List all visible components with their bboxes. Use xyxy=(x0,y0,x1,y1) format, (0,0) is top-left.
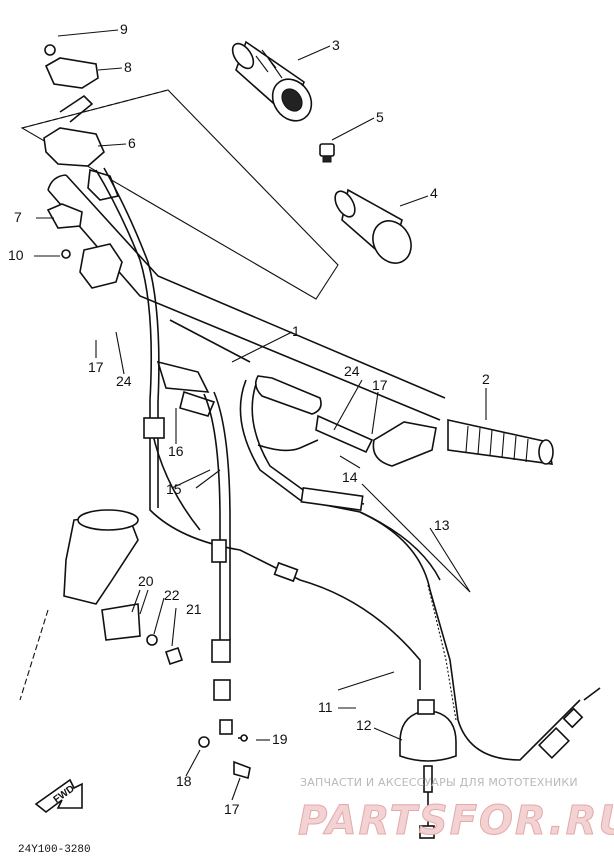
leader-lines xyxy=(34,29,487,801)
callout-11: 11 xyxy=(318,699,333,715)
spring-cable xyxy=(359,511,581,761)
callout-6: 6 xyxy=(128,135,136,151)
callout-14: 14 xyxy=(342,469,358,485)
callout-24-left: 24 xyxy=(116,373,132,389)
bolt-5 xyxy=(319,143,335,163)
drawing-code: 24Y100-3280 xyxy=(18,844,91,856)
right-grip-texture xyxy=(465,425,529,463)
callout-24-right: 24 xyxy=(344,363,360,379)
small-fasteners xyxy=(198,734,251,780)
callout-9: 9 xyxy=(120,21,128,37)
callout-5: 5 xyxy=(376,109,384,125)
callout-3: 3 xyxy=(332,37,340,53)
carburetor-parts xyxy=(19,509,184,701)
watermark-caption: ЗАПЧАСТИ И АКСЕССУАРЫ ДЛЯ МОТОТЕХНИКИ xyxy=(300,776,578,789)
callout-21: 20 xyxy=(138,573,154,589)
callout-labels: 9 8 6 3 5 4 7 10 1 2 24 17 17 24 16 15 1… xyxy=(8,21,490,817)
cable-end-right xyxy=(538,687,601,759)
callout-8: 8 xyxy=(124,59,132,75)
callout-23: 22 xyxy=(164,587,180,603)
center-lever-section xyxy=(156,360,216,417)
callout-18: 17 xyxy=(224,801,240,817)
callout-4: 4 xyxy=(430,185,438,201)
watermark-brand: PARTSFOR.RU xyxy=(298,798,614,844)
callout-17-right: 17 xyxy=(372,377,388,393)
left-switch-assembly xyxy=(43,44,123,289)
callout-16: 16 xyxy=(168,443,184,459)
forward-arrow: FWD xyxy=(34,778,83,814)
throttle-sleeve xyxy=(334,188,412,264)
right-grip-assembly xyxy=(254,375,554,467)
callout-7: 7 xyxy=(14,209,22,225)
cable-junction-box xyxy=(399,699,457,839)
cable-fittings xyxy=(143,417,364,735)
callout-22: 21 xyxy=(186,601,202,617)
left-grip xyxy=(231,40,313,122)
watermark: ЗАПЧАСТИ И АКСЕССУАРЫ ДЛЯ МОТОТЕХНИКИ PA… xyxy=(298,776,614,845)
callout-19: 18 xyxy=(176,773,192,789)
callout-12: 12 xyxy=(356,717,372,733)
callout-17-left: 17 xyxy=(88,359,104,375)
callout-15: 15 xyxy=(166,481,182,497)
callout-10: 10 xyxy=(8,247,24,263)
callout-20: 19 xyxy=(272,731,288,747)
callout-1: 1 xyxy=(292,323,300,339)
callout-2: 2 xyxy=(482,371,490,387)
assembly-bracket-upper xyxy=(20,89,339,300)
callout-13: 13 xyxy=(434,517,450,533)
